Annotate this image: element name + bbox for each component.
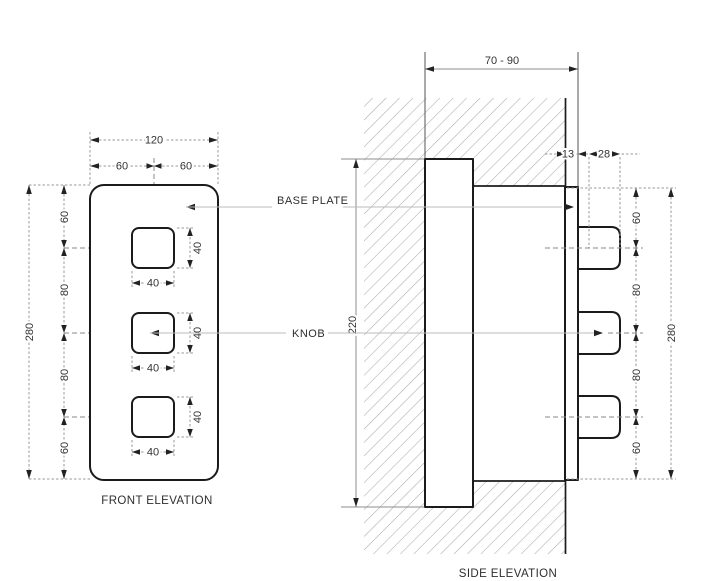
- dim-knob-top-width: 40: [147, 278, 159, 290]
- dim-side-upper-mid-segment: 80: [631, 284, 643, 296]
- knob-side-bottom: [577, 395, 621, 439]
- dim-wall-depth-range: 70 - 90: [485, 55, 519, 67]
- dim-recess-height: 220: [347, 316, 359, 334]
- dim-side-top-segment: 60: [631, 212, 643, 224]
- knob-side-top: [577, 226, 621, 270]
- dim-top-segment: 60: [59, 211, 71, 223]
- dim-left-half-width: 60: [116, 161, 128, 173]
- knob-top-dimension-lines: [131, 227, 195, 287]
- knob-leader: [150, 329, 603, 337]
- dim-knob-bottom-height: 40: [192, 411, 204, 423]
- dim-right-half-width: 60: [180, 161, 192, 173]
- dim-knob-middle-width: 40: [147, 363, 159, 375]
- side-elevation-caption: SIDE ELEVATION: [459, 568, 557, 580]
- dim-bottom-segment: 60: [59, 442, 71, 454]
- dim-upper-mid-segment: 80: [59, 284, 71, 296]
- dim-plate-thickness: 13: [562, 149, 574, 161]
- knob-front-top: [131, 227, 175, 269]
- dim-knob-bottom-width: 40: [147, 447, 159, 459]
- base-plate-leader: [186, 203, 574, 211]
- knob-label: KNOB: [292, 328, 325, 340]
- front-elevation-view: 120 60 60 280 60 80 80 60: [22, 132, 219, 507]
- dim-side-overall-height: 280: [666, 324, 678, 342]
- side-elevation-view: 70 - 90 220 13 28: [341, 52, 680, 580]
- dim-lower-mid-segment: 80: [59, 369, 71, 381]
- dim-overall-width: 120: [145, 135, 163, 147]
- base-plate-label: BASE PLATE: [277, 195, 348, 207]
- dim-overall-height: 280: [24, 323, 36, 341]
- knob-bottom-dimension-lines: [131, 396, 195, 456]
- dim-knob-top-height: 40: [192, 242, 204, 254]
- plate-knob-depth-dimension-lines: [545, 151, 640, 248]
- knob-front-bottom: [131, 396, 175, 438]
- dim-side-lower-mid-segment: 80: [631, 369, 643, 381]
- dim-side-bottom-segment: 60: [631, 442, 643, 454]
- dim-knob-projection: 28: [598, 149, 610, 161]
- wall-recess: [474, 187, 565, 481]
- side-height-dimension-lines: [545, 187, 676, 480]
- front-elevation-caption: FRONT ELEVATION: [101, 495, 212, 507]
- wall-depth-dimension-lines: [424, 52, 579, 186]
